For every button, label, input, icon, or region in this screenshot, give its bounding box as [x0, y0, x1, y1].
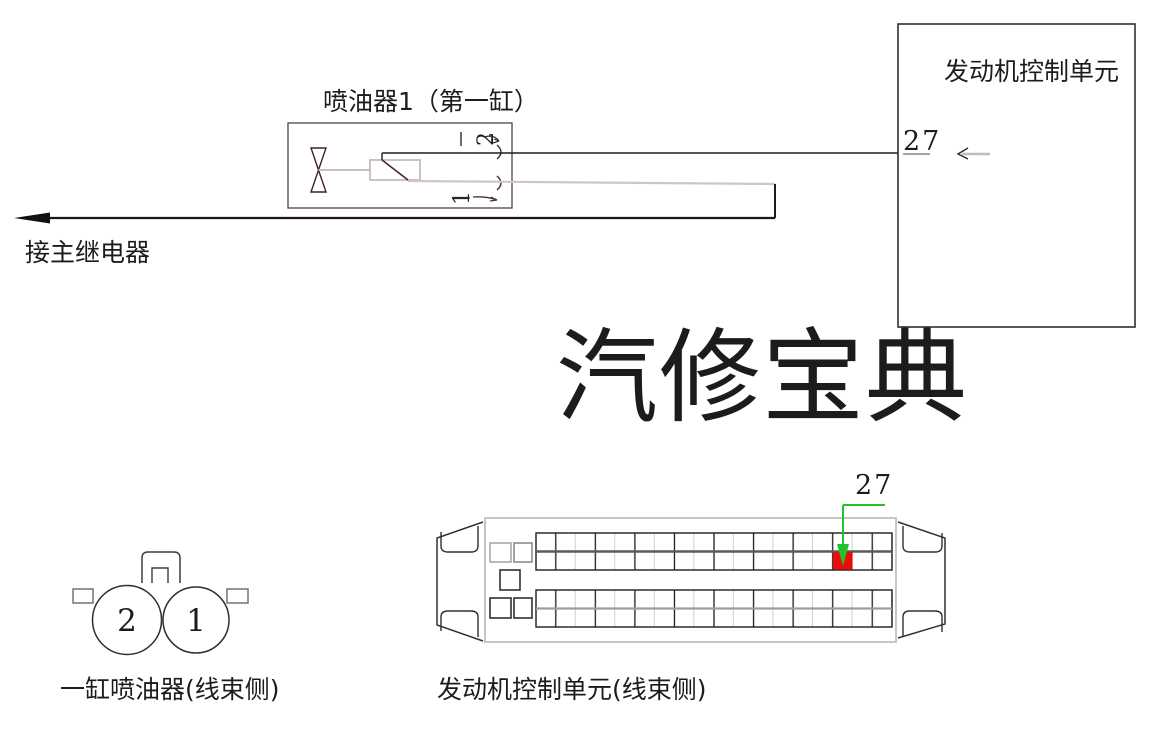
pin-band-top [535, 532, 893, 571]
svg-text:2: 2 [474, 132, 499, 146]
injector-title: 喷油器1（第一缸） [323, 87, 539, 116]
pin-1-cavity [162, 586, 230, 654]
pin-1-number: 1 [186, 603, 206, 639]
ecu-connector-right-end [897, 521, 946, 639]
key-square-4 [489, 597, 512, 619]
right-end-slot-top [902, 526, 943, 553]
connector-latch [141, 551, 181, 583]
coil-diagonal [381, 159, 409, 181]
injector-coil-icon [369, 159, 421, 181]
key-square-3 [499, 569, 521, 591]
wire-to-relay-gray-segment [407, 179, 776, 186]
ecu-input-arrow-icon [956, 147, 990, 160]
pin-2-cavity [91, 584, 163, 656]
injector-schematic: 喷油器1（第一缸） 2 1 [14, 87, 958, 267]
pin-27-callout-number: 27 [855, 470, 893, 501]
injector-valve-icon [310, 147, 327, 193]
pin-band-bottom [535, 589, 893, 628]
injector-connector-caption: 一缸喷油器(线束侧) [60, 675, 280, 704]
relay-direction-arrow-icon [14, 212, 50, 224]
injector-box [287, 122, 513, 209]
ecu-title: 发动机控制单元 [944, 57, 1119, 86]
connector-wing-left [72, 588, 94, 604]
ecu-connector-caption: 发动机控制单元(线束侧) [437, 675, 707, 704]
watermark-text: 汽修宝典 [556, 319, 968, 438]
pin-1-terminal: 1 [450, 175, 502, 205]
right-end-slot-bottom [902, 610, 943, 637]
injector-connector-view: 2 1 一缸喷油器(线束侧) [60, 551, 280, 704]
connector-wing-right [226, 588, 249, 604]
ecu-schematic: 发动机控制单元 27 [897, 23, 1136, 328]
connector-latch-notch [151, 567, 169, 583]
relay-label: 接主继电器 [25, 238, 150, 267]
key-square-2 [513, 542, 533, 563]
pin-2-terminal: 2 [460, 132, 502, 160]
ecu-box [897, 23, 1136, 328]
key-square-1 [489, 542, 512, 563]
ecu-connector-left-end [436, 521, 484, 642]
pin-2-number: 2 [117, 603, 137, 639]
key-square-5 [513, 597, 533, 619]
ecu-connector-view: 27 发动机控制单元(线束侧) [436, 470, 946, 704]
leader-arrowhead-icon [837, 544, 849, 566]
ecu-pin-number: 27 [903, 126, 941, 157]
left-end-slot-top [440, 526, 479, 553]
left-end-slot-bottom [440, 610, 479, 637]
pin-27-leader [837, 504, 885, 566]
